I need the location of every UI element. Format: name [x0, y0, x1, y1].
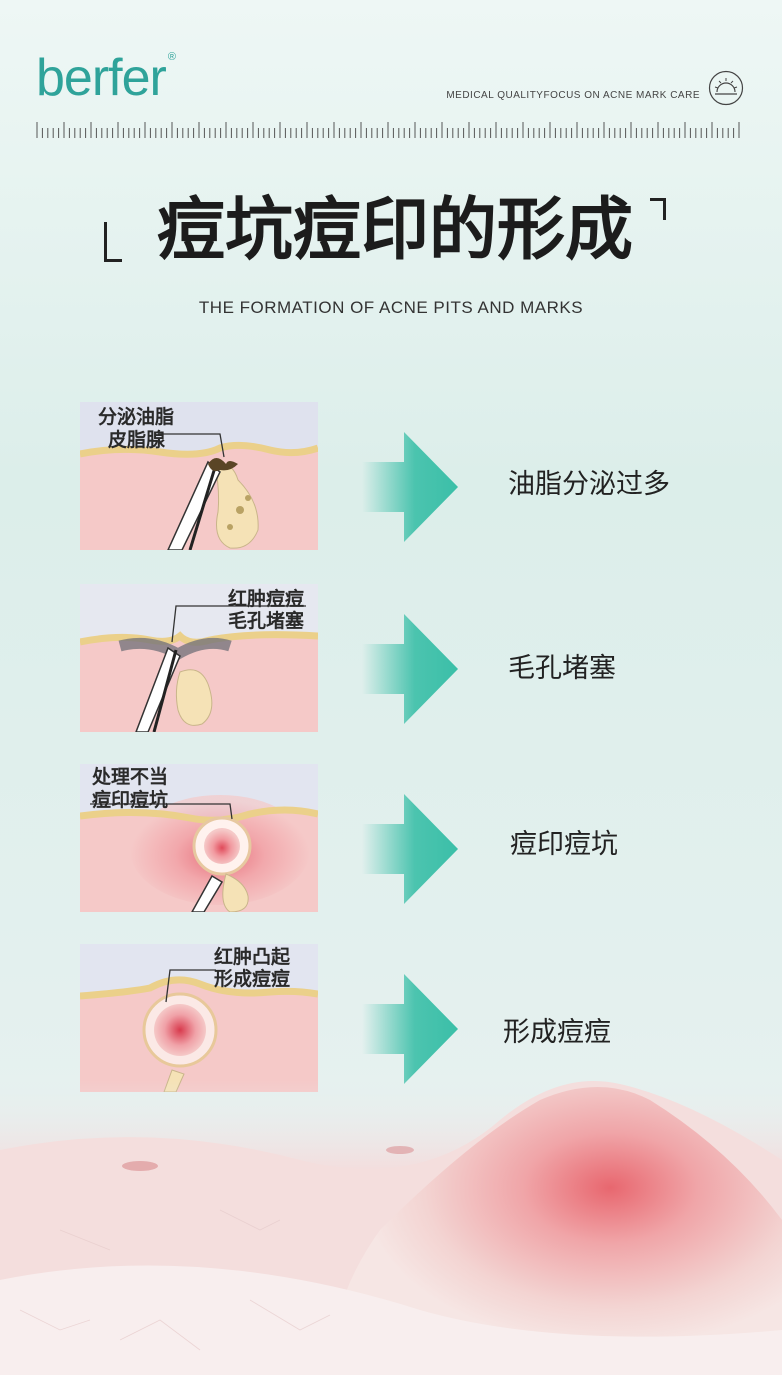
- registered-mark: ®: [167, 51, 176, 63]
- page-title: 痘坑痘印的形成: [156, 191, 633, 270]
- brand-logo[interactable]: berfer®: [36, 49, 176, 107]
- page-subtitle: THE FORMATION OF ACNE PITS AND MARKS: [198, 298, 584, 317]
- step-4-illustration: 红肿凸起 形成痘痘: [80, 944, 318, 1092]
- step-4: 红肿凸起 形成痘痘 形成痘痘: [0, 944, 782, 1094]
- panel-1-label-bottom: 皮脂腺: [108, 429, 166, 451]
- panel-1-label-top: 分泌油脂: [98, 406, 175, 428]
- step-3: 处理不当 痘印痘坑 痘印痘坑: [0, 764, 782, 914]
- header: berfer® MEDICAL QUALITYFOCUS ON ACNE MAR…: [0, 0, 782, 150]
- brand-name: berfer: [36, 49, 167, 107]
- panel-3-label-top: 处理不当: [92, 766, 169, 788]
- step-2-label: 毛孔堵塞: [508, 653, 616, 684]
- sunrise-icon: [708, 70, 744, 106]
- step-2-illustration: 红肿痘痘 毛孔堵塞: [80, 584, 318, 732]
- arrow-icon: [362, 974, 458, 1084]
- panel-2-label-bottom: 毛孔堵塞: [228, 610, 305, 632]
- arrow-icon: [362, 614, 458, 724]
- step-3-illustration: 处理不当 痘印痘坑: [80, 764, 318, 912]
- panel-2-label-top: 红肿痘痘: [228, 588, 305, 610]
- panel-4-label-bottom: 形成痘痘: [214, 968, 291, 990]
- step-1: 分泌油脂 皮脂腺 油脂分泌过多: [0, 402, 782, 552]
- panel-3-label-bottom: 痘印痘坑: [92, 789, 169, 811]
- panel-4-label-top: 红肿凸起: [214, 946, 291, 968]
- step-3-label: 痘印痘坑: [510, 829, 618, 860]
- brand-tagline: MEDICAL QUALITYFOCUS ON ACNE MARK CARE: [446, 90, 700, 101]
- step-1-illustration: 分泌油脂 皮脂腺: [80, 402, 318, 550]
- step-2: 红肿痘痘 毛孔堵塞 毛孔堵塞: [0, 584, 782, 734]
- arrow-icon: [362, 432, 458, 542]
- step-4-label: 形成痘痘: [503, 1017, 611, 1048]
- arrow-icon: [362, 794, 458, 904]
- ruler-divider: [36, 122, 740, 138]
- step-1-label: 油脂分泌过多: [508, 469, 670, 500]
- title-bracket-left: [104, 222, 122, 262]
- skin-surface-illustration: [0, 1080, 782, 1375]
- title-bracket-right: [650, 198, 666, 220]
